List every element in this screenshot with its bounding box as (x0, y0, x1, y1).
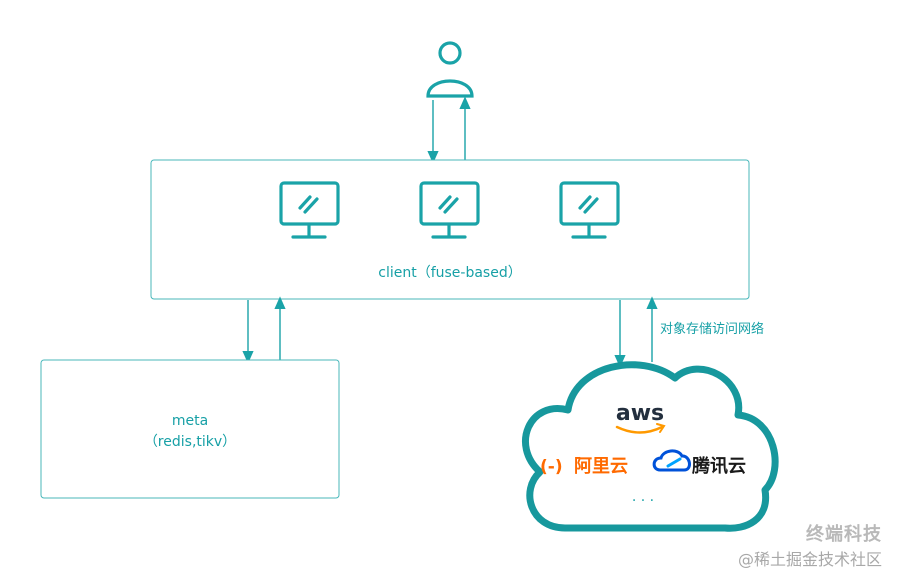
monitor-icon (279, 181, 340, 239)
svg-text:aws: aws (616, 401, 664, 426)
watermark-brand: 终端科技 (806, 524, 882, 545)
watermark: 终端科技 @稀土掘金技术社区 (738, 520, 882, 570)
aws-logo: aws (615, 401, 666, 434)
aliyun-logo: (-) 阿里云 (540, 456, 628, 477)
object-storage-network-label: 对象存储访问网络 (660, 321, 764, 337)
cloud-shape (521, 361, 779, 532)
meta-label: meta (172, 413, 208, 429)
svg-text:腾讯云: 腾讯云 (692, 455, 746, 477)
watermark-community: @稀土掘金技术社区 (737, 550, 882, 569)
more-providers-ellipsis: · · · (632, 493, 654, 509)
tencent-cloud-logo: 腾讯云 (652, 449, 746, 477)
monitor-icon (559, 181, 620, 239)
svg-text:阿里云: 阿里云 (574, 456, 628, 477)
monitor-icon (419, 181, 480, 239)
client-label: client（fuse-based） (378, 265, 521, 281)
meta-sublabel: （redis,tikv） (144, 434, 236, 450)
meta-box (40, 359, 340, 499)
user-icon (426, 41, 474, 98)
svg-text:(-): (-) (540, 457, 563, 477)
